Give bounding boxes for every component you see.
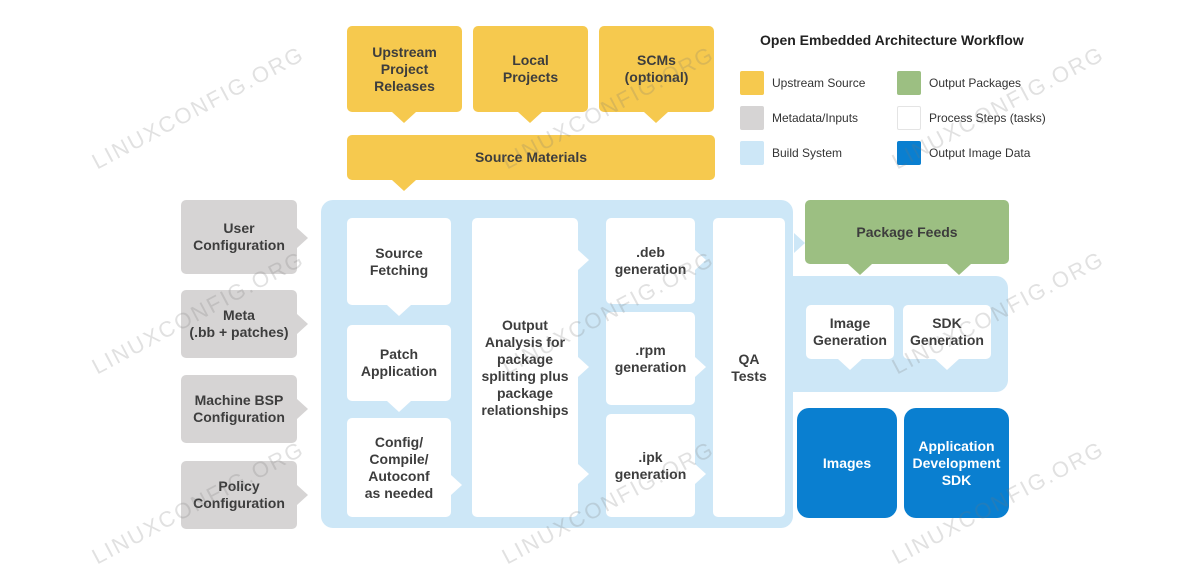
machine-bsp-box: Machine BSP Configuration	[181, 375, 297, 443]
image-generation-box: Image Generation	[806, 305, 894, 359]
policy-configuration-box: Policy Configuration	[181, 461, 297, 529]
local-projects-box: Local Projects	[473, 26, 588, 112]
local-projects-arrow	[518, 112, 542, 123]
legend-label-metadata-inputs: Metadata/Inputs	[772, 111, 859, 125]
legend-label-process-steps: Process Steps (tasks)	[929, 111, 1046, 125]
ipk-generation-arrow	[695, 464, 706, 484]
machine-bsp-arrow	[297, 399, 308, 419]
policy-configuration-arrow	[297, 485, 308, 505]
patch-application-arrow	[387, 401, 411, 412]
patch-application-box: Patch Application	[347, 325, 451, 401]
legend-title: Open Embedded Architecture Workflow	[760, 32, 1024, 48]
meta-arrow	[297, 314, 308, 334]
watermark-1: LINUXCONFIG.ORG	[87, 40, 309, 175]
output-analysis-arrow-ipk	[578, 464, 589, 484]
package-feeds-arrow-sdk	[947, 264, 971, 275]
qa-tests-box: QA Tests	[713, 218, 785, 517]
scms-box: SCMs (optional)	[599, 26, 714, 112]
legend-swatch-metadata-inputs	[740, 106, 764, 130]
package-feeds-box: Package Feeds	[805, 200, 1009, 264]
upstream-project-releases-box: Upstream Project Releases	[347, 26, 462, 112]
legend-label-upstream-source: Upstream Source	[772, 76, 866, 90]
source-fetching-box: Source Fetching	[347, 218, 451, 305]
config-compile-arrow	[451, 475, 462, 495]
user-configuration-box: User Configuration	[181, 200, 297, 274]
deb-generation-box: .deb generation	[606, 218, 695, 304]
rpm-generation-arrow	[695, 357, 706, 377]
config-compile-box: Config/ Compile/ Autoconf as needed	[347, 418, 451, 517]
application-development-sdk-box: Application Development SDK	[904, 408, 1009, 518]
legend-label-build-system: Build System	[772, 146, 843, 160]
rpm-generation-box: .rpm generation	[606, 312, 695, 405]
source-materials-box: Source Materials	[347, 135, 715, 180]
legend-swatch-upstream-source	[740, 71, 764, 95]
image-generation-arrow	[838, 359, 862, 370]
source-fetching-arrow	[387, 305, 411, 316]
legend-swatch-process-steps	[897, 106, 921, 130]
ipk-generation-box: .ipk generation	[606, 414, 695, 517]
images-box: Images	[797, 408, 897, 518]
deb-generation-arrow	[695, 250, 706, 270]
legend-swatch-output-image-data	[897, 141, 921, 165]
legend-label-output-packages: Output Packages	[929, 76, 1022, 90]
legend-label-output-image-data: Output Image Data	[929, 146, 1031, 160]
scms-arrow	[644, 112, 668, 123]
sdk-generation-box: SDK Generation	[903, 305, 991, 359]
output-analysis-box: Output Analysis for package splitting pl…	[472, 218, 578, 517]
package-feeds-arrow-image	[848, 264, 872, 275]
legend-swatch-output-packages	[897, 71, 921, 95]
qa-tests-arrow	[794, 233, 805, 253]
legend-swatch-build-system	[740, 141, 764, 165]
output-analysis-arrow-rpm	[578, 357, 589, 377]
upstream-project-releases-arrow	[392, 112, 416, 123]
user-configuration-arrow	[297, 228, 308, 248]
meta-box: Meta (.bb + patches)	[181, 290, 297, 358]
output-analysis-arrow-deb	[578, 250, 589, 270]
sdk-generation-arrow	[935, 359, 959, 370]
source-materials-arrow	[392, 180, 416, 191]
